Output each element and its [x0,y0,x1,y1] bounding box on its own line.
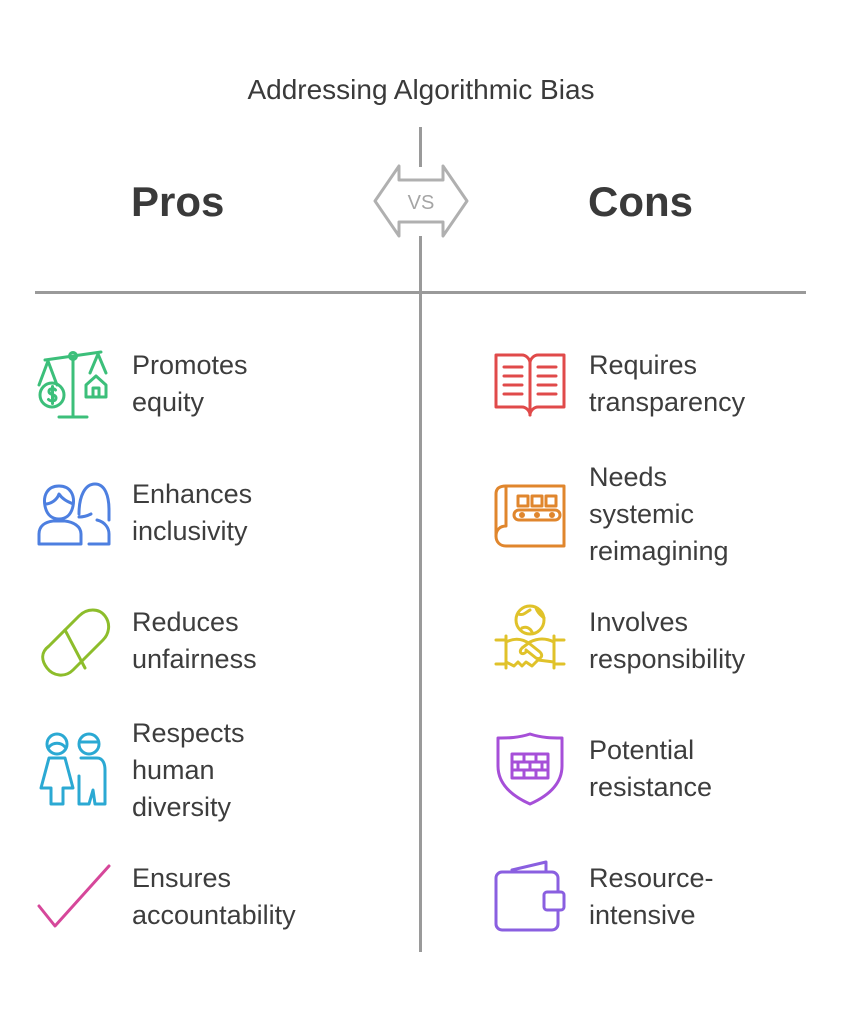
pro-label-2: Enhances inclusivity [132,479,253,546]
divider-vertical-top [419,127,422,167]
checkmark-icon [35,858,111,934]
blueprint-icon [492,474,568,550]
con-label-3: Involves responsibility [589,607,746,674]
double-arrow-icon: VS [373,164,469,238]
vs-badge: VS [373,162,469,240]
pro-label-4: Respects human diversity [132,718,245,822]
children-icon [35,730,111,806]
con-label-2: Needs systemic reimagining [589,462,729,566]
pill-icon [35,602,111,678]
pro-label-5: Ensures accountability [132,863,296,930]
firewall-shield-icon [492,730,568,806]
diagram-title: Addressing Algorithmic Bias [247,74,595,105]
vs-label: VS [408,192,435,214]
con-label-4: Potential resistance [589,735,713,802]
pros-heading: Pros [131,178,225,225]
divider-vertical-bottom [419,236,422,952]
divider-horizontal [35,291,806,294]
wallet-icon [492,858,568,934]
people-icon [35,474,111,550]
pro-label-3: Reduces unfairness [132,607,257,674]
handshake-globe-icon [492,602,568,678]
pro-label-1: Promotes equity [132,350,248,417]
cons-heading: Cons [588,178,693,225]
con-label-5: Resource- intensive [589,863,714,930]
con-label-1: Requires transparency [589,350,746,417]
open-book-icon [492,345,568,421]
balance-scale-icon [35,345,111,421]
